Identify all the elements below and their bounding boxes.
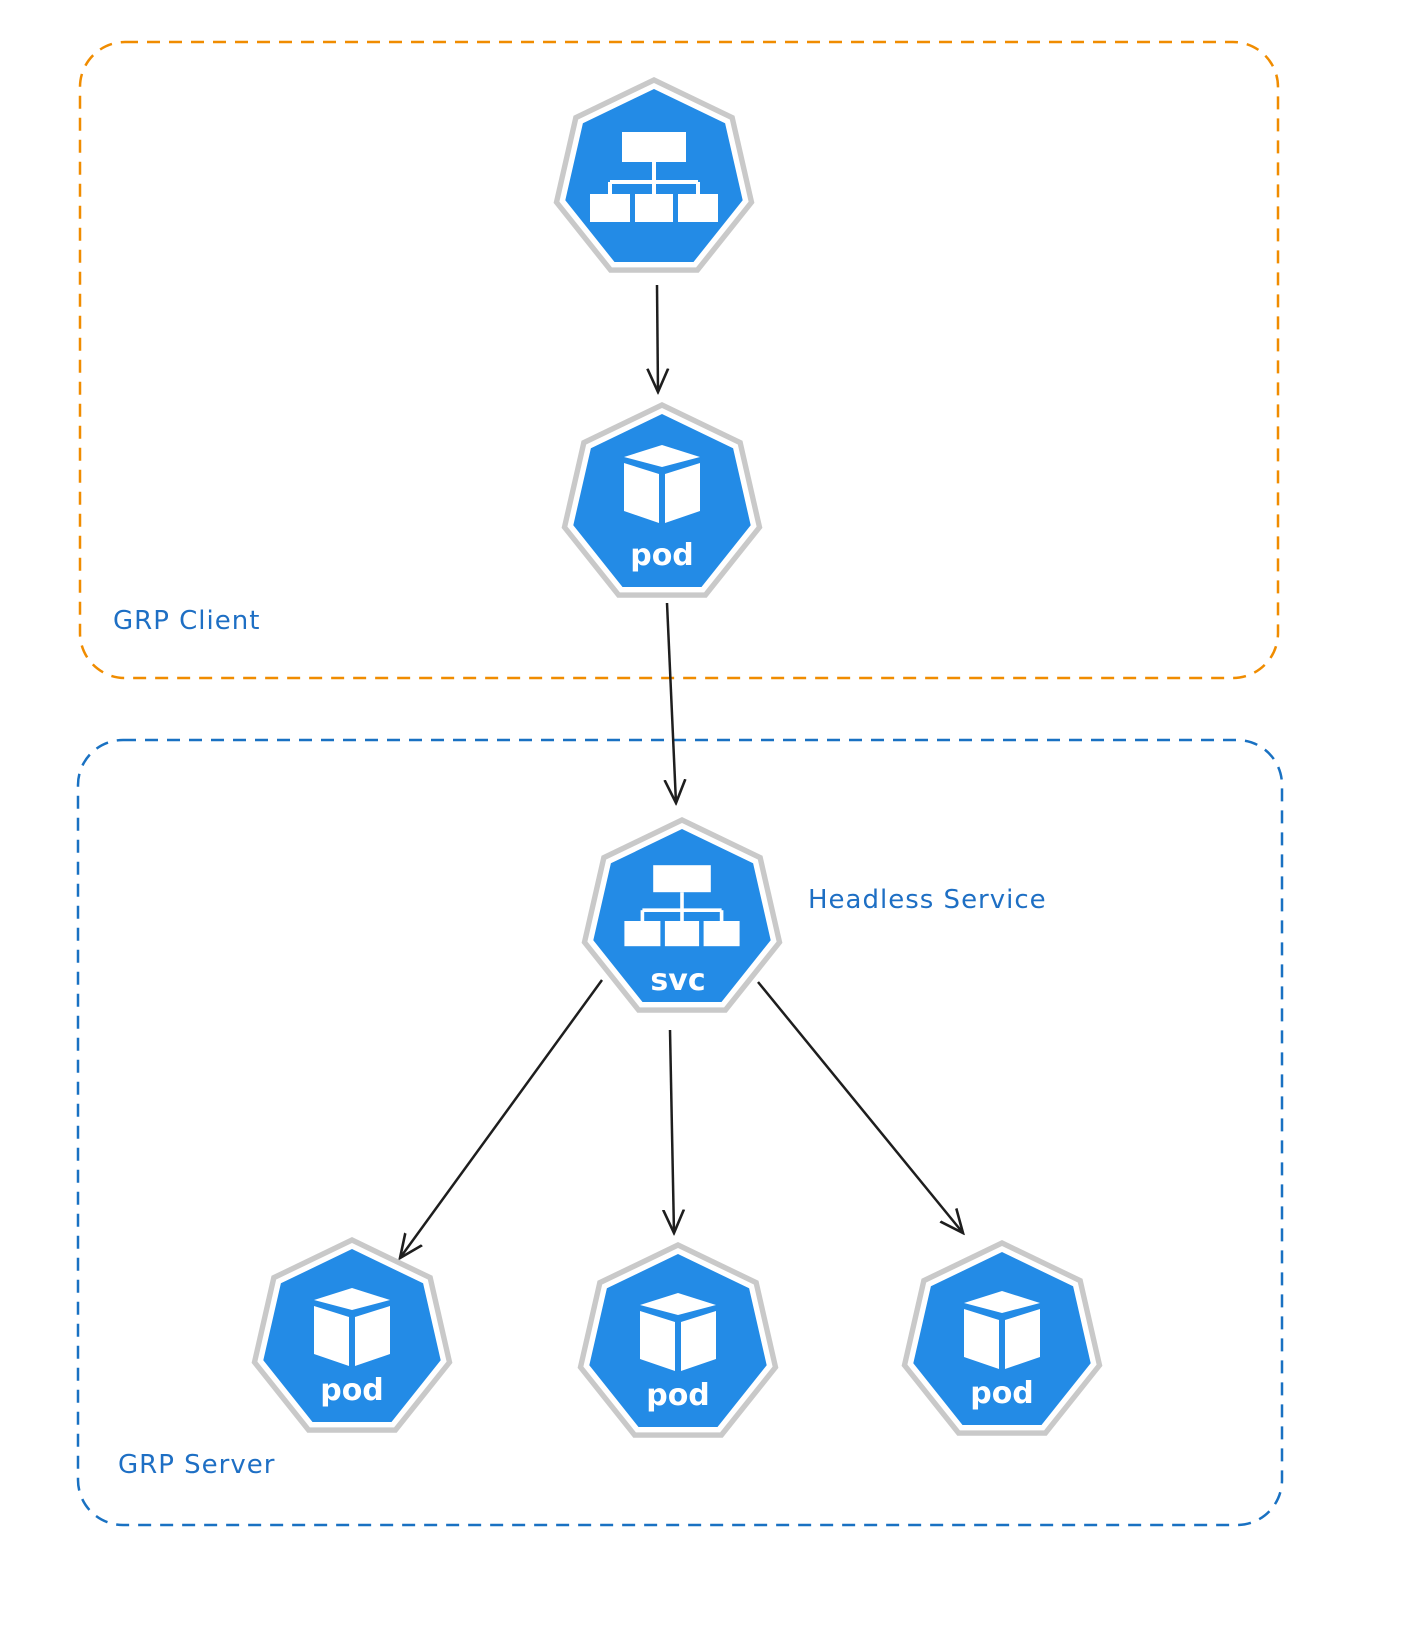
client-service-node[interactable] <box>553 77 755 273</box>
headless-service-node[interactable]: svc <box>581 817 783 1013</box>
arrow-svc-to-pod-left <box>400 979 604 1258</box>
client-pod-node[interactable]: pod <box>561 402 763 598</box>
headless-service-text: svc <box>650 963 705 998</box>
server-group-border <box>76 738 1284 1527</box>
arrow-client-pod-to-headless-service <box>667 602 676 803</box>
client-pod-label: pod <box>630 538 694 573</box>
server-pod-label: pod <box>970 1376 1034 1411</box>
server-pod-node-center[interactable]: pod <box>577 1242 779 1438</box>
server-pod-label: pod <box>646 1378 710 1413</box>
connector-arrows <box>400 284 963 1258</box>
headless-service-label: Headless Service <box>808 885 1047 915</box>
arrow-svc-to-pod-center <box>670 1029 674 1233</box>
server-pod-label: pod <box>320 1373 384 1408</box>
server-group-label: GRP Server <box>118 1450 276 1480</box>
arrow-service-to-client-pod <box>657 284 658 392</box>
client-group-border <box>78 40 1280 680</box>
client-group-label: GRP Client <box>113 606 261 636</box>
arrow-svc-to-pod-right <box>757 981 963 1233</box>
server-pod-node-left[interactable]: pod <box>251 1237 453 1433</box>
server-pod-node-right[interactable]: pod <box>901 1240 1103 1436</box>
